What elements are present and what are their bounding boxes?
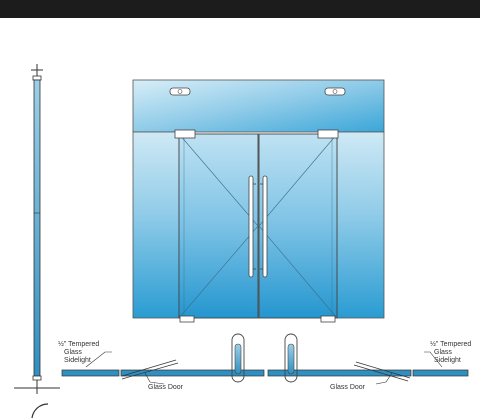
pivot-hinge-icon (324, 87, 346, 96)
left-glass-door-label: Glass Door (148, 384, 184, 391)
ladder-pull-handle-icon (248, 175, 256, 278)
front-elevation (132, 79, 385, 323)
right-door-glass (258, 133, 338, 319)
right-sidelight-plan (412, 369, 469, 377)
left-door-glass (178, 133, 259, 319)
glass-section-edge (33, 79, 41, 377)
right-glass-door-label: Glass Door (330, 384, 366, 391)
left-sidelight-glass (132, 131, 180, 319)
top-bar (0, 0, 480, 18)
right-sidelight-glass (336, 131, 385, 319)
patch-fitting-icon (317, 129, 339, 139)
pivot-hinge-icon (169, 87, 191, 96)
left-sidelight-label-line-2: Glass (64, 349, 82, 356)
patch-fitting-icon (179, 315, 195, 323)
left-door-plan (120, 369, 265, 377)
right-sidelight-label-line-3: Sidelight (434, 357, 461, 364)
vertical-section-view (14, 64, 60, 394)
corner-arc (31, 403, 49, 418)
ladder-pull-handle-icon (260, 175, 268, 278)
right-sidelight-label-line-2: Glass (434, 349, 452, 356)
right-door-swing-lines (258, 133, 338, 319)
left-sidelight-label-line-3: Sidelight (64, 357, 91, 364)
transom-glass (132, 79, 385, 133)
right-sidelight-label-line-1: ½" Tempered (430, 340, 471, 348)
plan-view: ½" Tempered Glass Sidelight ½" Tempered … (58, 333, 471, 391)
patch-fitting-icon (174, 129, 196, 139)
ladder-pull-handle-icon (284, 333, 298, 383)
right-door-plan (267, 369, 412, 377)
patch-fitting-icon (320, 315, 336, 323)
ladder-pull-handle-icon (231, 333, 245, 383)
left-sidelight-label-line-1: ½" Tempered (58, 340, 99, 348)
left-door-swing-lines (178, 133, 259, 319)
left-sidelight-plan (61, 369, 120, 377)
